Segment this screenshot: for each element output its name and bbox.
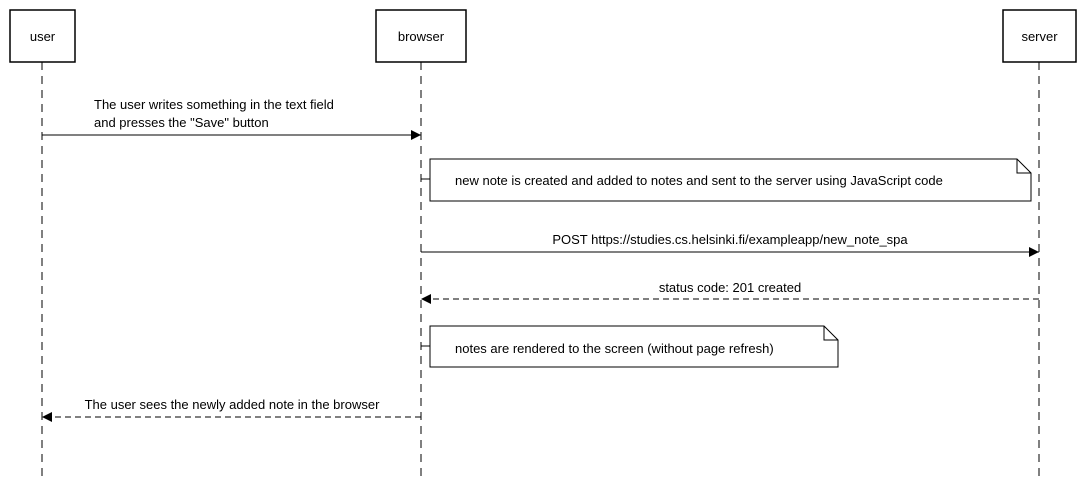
note-created: new note is created and added to notes a… <box>421 158 1032 202</box>
participant-server-label: server <box>1021 29 1058 44</box>
participant-user-label: user <box>30 29 56 44</box>
note-rendered: notes are rendered to the screen (withou… <box>421 325 839 368</box>
message-status-response-label: status code: 201 created <box>659 280 801 295</box>
message-status-response: status code: 201 created <box>421 280 1039 304</box>
participant-user: user <box>9 9 76 63</box>
message-user-to-browser: The user writes something in the text fi… <box>42 97 421 140</box>
participant-browser-label: browser <box>398 29 445 44</box>
participant-server: server <box>1002 9 1077 63</box>
message-post-request-label: POST https://studies.cs.helsinki.fi/exam… <box>552 232 908 247</box>
message-user-action-line1: The user writes something in the text fi… <box>94 97 334 112</box>
message-post-request: POST https://studies.cs.helsinki.fi/exam… <box>421 232 1039 257</box>
message-user-action-line2: and presses the "Save" button <box>94 115 269 130</box>
participant-browser: browser <box>375 9 467 63</box>
message-user-sees: The user sees the newly added note in th… <box>42 397 421 422</box>
message-user-sees-label: The user sees the newly added note in th… <box>85 397 381 412</box>
note-rendered-text: notes are rendered to the screen (withou… <box>455 341 774 356</box>
note-created-text: new note is created and added to notes a… <box>455 173 943 188</box>
